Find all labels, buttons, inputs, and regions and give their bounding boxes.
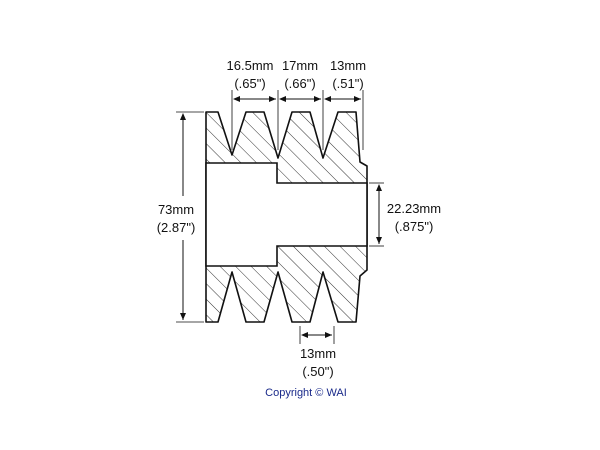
bore-cutout xyxy=(205,162,368,267)
groove-3-imperial-label: (.51") xyxy=(332,76,363,91)
groove-1-imperial-label: (.65") xyxy=(234,76,265,91)
groove-1-metric-label: 16.5mm xyxy=(227,58,274,73)
outer-diameter-imperial-label: (2.87") xyxy=(157,220,196,235)
bottom-groove-metric-label: 13mm xyxy=(300,346,336,361)
groove-2-metric-label: 17mm xyxy=(282,58,318,73)
outer-diameter-metric-label: 73mm xyxy=(158,202,194,217)
bottom-groove-dimension xyxy=(299,326,335,344)
groove-2-imperial-label: (.66") xyxy=(284,76,315,91)
bore-diameter-imperial-label: (.875") xyxy=(395,219,434,234)
top-dimension-lines xyxy=(231,90,364,150)
groove-3-metric-label: 13mm xyxy=(330,58,366,73)
outer-diameter-dimension xyxy=(176,111,204,323)
bore-diameter-dimension xyxy=(369,182,384,247)
copyright-text: Copyright © WAI xyxy=(265,387,347,399)
bore-diameter-metric-label: 22.23mm xyxy=(387,201,441,216)
bottom-groove-imperial-label: (.50") xyxy=(302,364,333,379)
